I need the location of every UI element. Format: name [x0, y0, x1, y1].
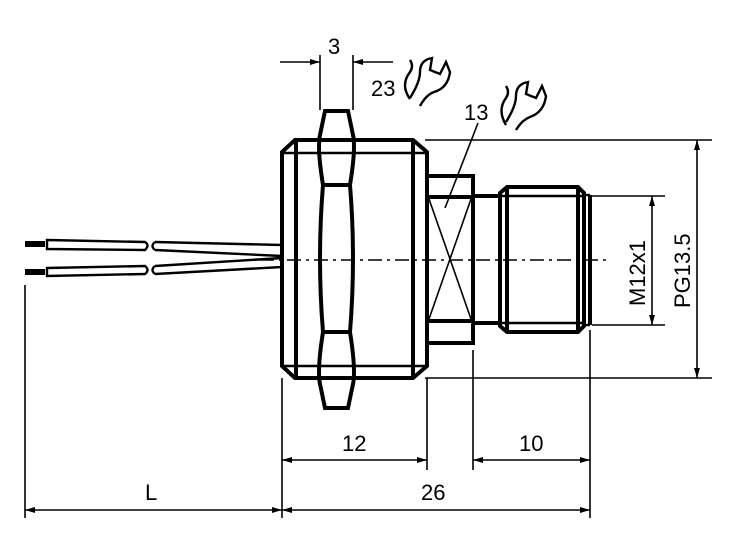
wrench-icon: [403, 56, 452, 107]
dim-extension-lines: [24, 285, 591, 518]
dim-nut-width: 3: [280, 34, 393, 110]
dim-m12-label: M12x1: [625, 240, 650, 306]
wrench-size-23-label: 23: [371, 76, 395, 101]
lock-nut: [317, 109, 356, 410]
wrench-icon: [500, 80, 548, 131]
dim-total-length-label: 26: [421, 480, 445, 505]
dim-connector-length: 10: [473, 431, 590, 463]
dim-cable-length: L: [25, 480, 282, 513]
dim-pg135: PG13.5: [425, 139, 712, 379]
wrench-13: 13: [444, 80, 548, 209]
wrench-size-13-label: 13: [464, 100, 488, 125]
cables: [25, 238, 283, 278]
dim-pg135-label: PG13.5: [670, 233, 695, 308]
dim-body-length: 12: [282, 431, 427, 463]
dim-total-length: 26: [282, 480, 590, 513]
dim-nut-width-label: 3: [328, 34, 340, 59]
dim-m12: M12x1: [592, 195, 665, 326]
dim-body-length-label: 12: [342, 431, 366, 456]
dim-connector-length-label: 10: [519, 431, 543, 456]
wrench-23: 23: [371, 56, 452, 107]
dim-cable-length-label: L: [145, 480, 157, 505]
